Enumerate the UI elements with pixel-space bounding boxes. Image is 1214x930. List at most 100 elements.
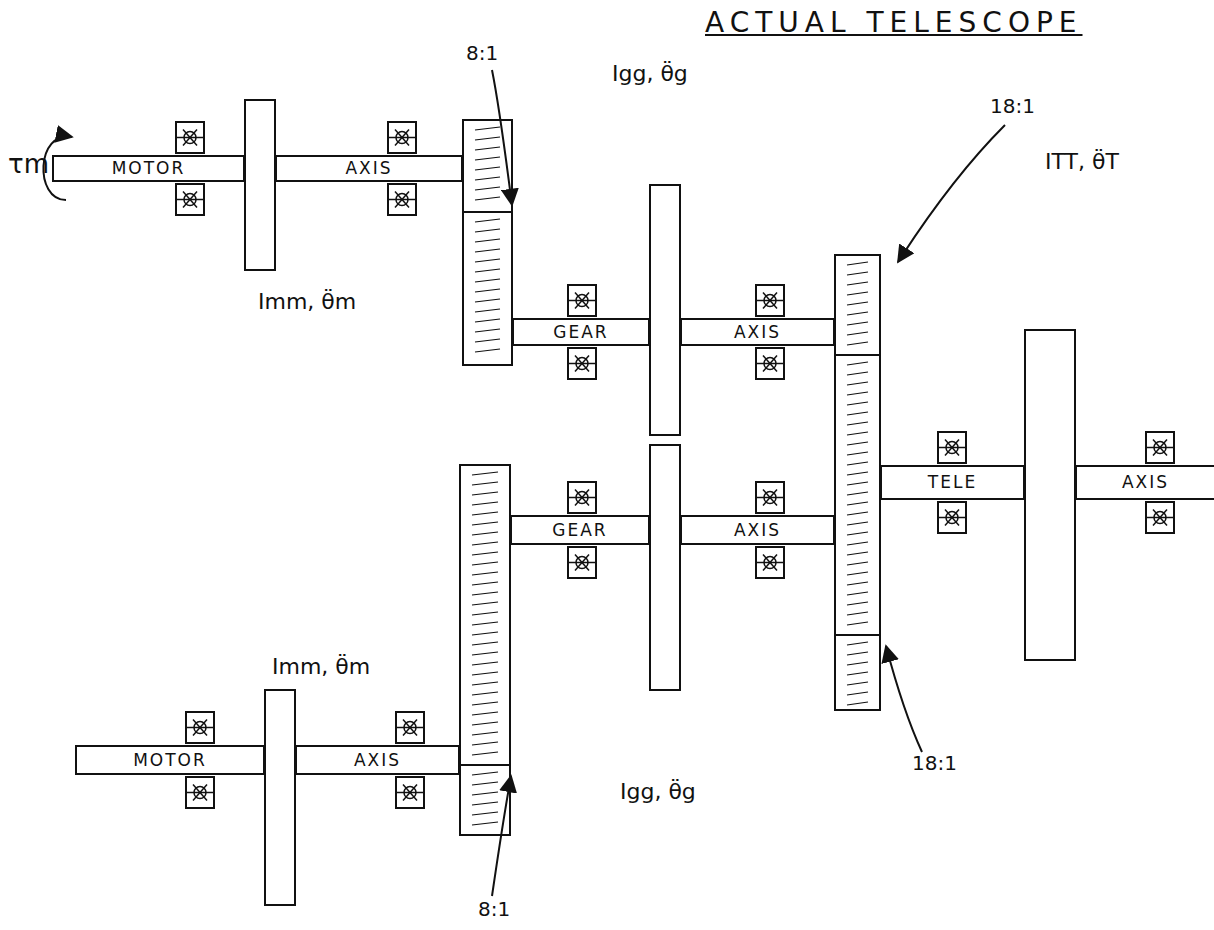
gear-tooth — [847, 542, 868, 545]
gear-tooth — [475, 329, 500, 332]
bearing-cross — [763, 356, 777, 372]
bearing-box — [756, 482, 784, 513]
gear-tooth — [472, 702, 498, 705]
bearing-cross — [183, 130, 197, 146]
gear-tooth — [472, 692, 498, 695]
gear-tooth — [847, 372, 868, 375]
gear-tooth — [472, 782, 498, 785]
gear-tooth — [475, 127, 500, 130]
gear-tooth — [472, 622, 498, 625]
gear-tooth — [847, 672, 868, 675]
bearing-cross — [763, 490, 777, 506]
callout-label: Igg, θ̈g — [612, 62, 688, 86]
leader-arrow — [886, 646, 922, 752]
gear-tooth — [472, 792, 498, 795]
bearing-box — [756, 547, 784, 578]
leader-arrow — [898, 125, 1005, 262]
bearing-cross — [403, 720, 417, 736]
gear-tooth — [475, 259, 500, 262]
gear-tooth — [847, 492, 868, 495]
gear-wheel — [835, 355, 880, 635]
shaft-label: GEAR — [553, 324, 608, 341]
bearing-box — [756, 348, 784, 379]
gear-wheel — [835, 635, 880, 710]
bearing-cross — [575, 356, 589, 372]
gear-tooth — [475, 349, 500, 352]
motor-inertia-disk — [265, 690, 295, 905]
bearing-cross — [193, 785, 207, 801]
gear-tooth — [847, 422, 868, 425]
bearing-cross — [763, 293, 777, 309]
shaft-label: MOTOR — [112, 160, 186, 177]
gear-tooth — [847, 272, 868, 275]
bearing-box — [938, 502, 966, 533]
bearing-cross — [183, 130, 197, 146]
gear-tooth — [475, 239, 500, 242]
gear-tooth — [847, 562, 868, 565]
bearing-cross — [945, 510, 959, 526]
gear-tooth — [472, 812, 498, 815]
bearing-box — [176, 184, 204, 215]
callout-label: Imm, θ̈m — [272, 655, 370, 679]
gear-tooth — [472, 492, 498, 495]
gear-inertia-disk — [650, 445, 680, 690]
gear-tooth — [475, 137, 500, 140]
gear-tooth — [475, 177, 500, 180]
bearing-cross — [575, 293, 589, 309]
gear-tooth — [472, 572, 498, 575]
bearing-box — [186, 777, 214, 808]
gear-tooth — [847, 482, 868, 485]
bearing-box — [938, 432, 966, 463]
gear-tooth — [847, 702, 868, 705]
gear-tooth — [847, 682, 868, 685]
gear-tooth — [472, 582, 498, 585]
gear-tooth — [475, 229, 500, 232]
gear-wheel — [460, 765, 510, 835]
bearings-and-gears — [176, 120, 1174, 835]
motor-inertia-disk — [245, 100, 275, 270]
bearing-box — [186, 712, 214, 743]
callout-label: τm — [8, 150, 49, 179]
gear-tooth — [475, 299, 500, 302]
bearing-cross — [575, 555, 589, 571]
gear-tooth — [472, 542, 498, 545]
callout-label: Igg, θ̈g — [620, 780, 696, 804]
gear-tooth — [475, 219, 500, 222]
gear-tooth — [475, 197, 500, 200]
gear-tooth — [847, 662, 868, 665]
gear-tooth — [847, 652, 868, 655]
bearing-cross — [395, 192, 409, 208]
gear-tooth — [475, 269, 500, 272]
gear-tooth — [472, 672, 498, 675]
gear-tooth — [475, 157, 500, 160]
callout-label: ITT, θ̈T — [1045, 150, 1119, 174]
shaft-segment: AXIS — [680, 318, 835, 346]
shaft-segment: AXIS — [275, 155, 463, 182]
gear-tooth — [472, 522, 498, 525]
gear-tooth — [472, 592, 498, 595]
shaft-label: AXIS — [734, 324, 781, 341]
gear-wheel — [460, 465, 510, 765]
gear-wheel — [463, 212, 512, 365]
gear-tooth — [475, 249, 500, 252]
bearing-cross — [575, 293, 589, 309]
bearing-cross — [1153, 510, 1167, 526]
telescope-inertia-disk — [1025, 330, 1075, 660]
gear-tooth — [847, 512, 868, 515]
bearing-cross — [395, 192, 409, 208]
bearing-cross — [395, 130, 409, 146]
bearing-cross — [945, 440, 959, 456]
shaft-segment: MOTOR — [75, 745, 265, 775]
callout-label: 8:1 — [466, 42, 498, 64]
bearing-cross — [193, 720, 207, 736]
bearing-cross — [403, 720, 417, 736]
callout-label: 18:1 — [912, 752, 957, 774]
shaft-segment: AXIS — [295, 745, 460, 775]
bearing-box — [176, 122, 204, 153]
bearing-cross — [763, 555, 777, 571]
gear-tooth — [472, 642, 498, 645]
bearing-box — [568, 482, 596, 513]
bearing-cross — [575, 555, 589, 571]
callout-label: 18:1 — [990, 95, 1035, 117]
